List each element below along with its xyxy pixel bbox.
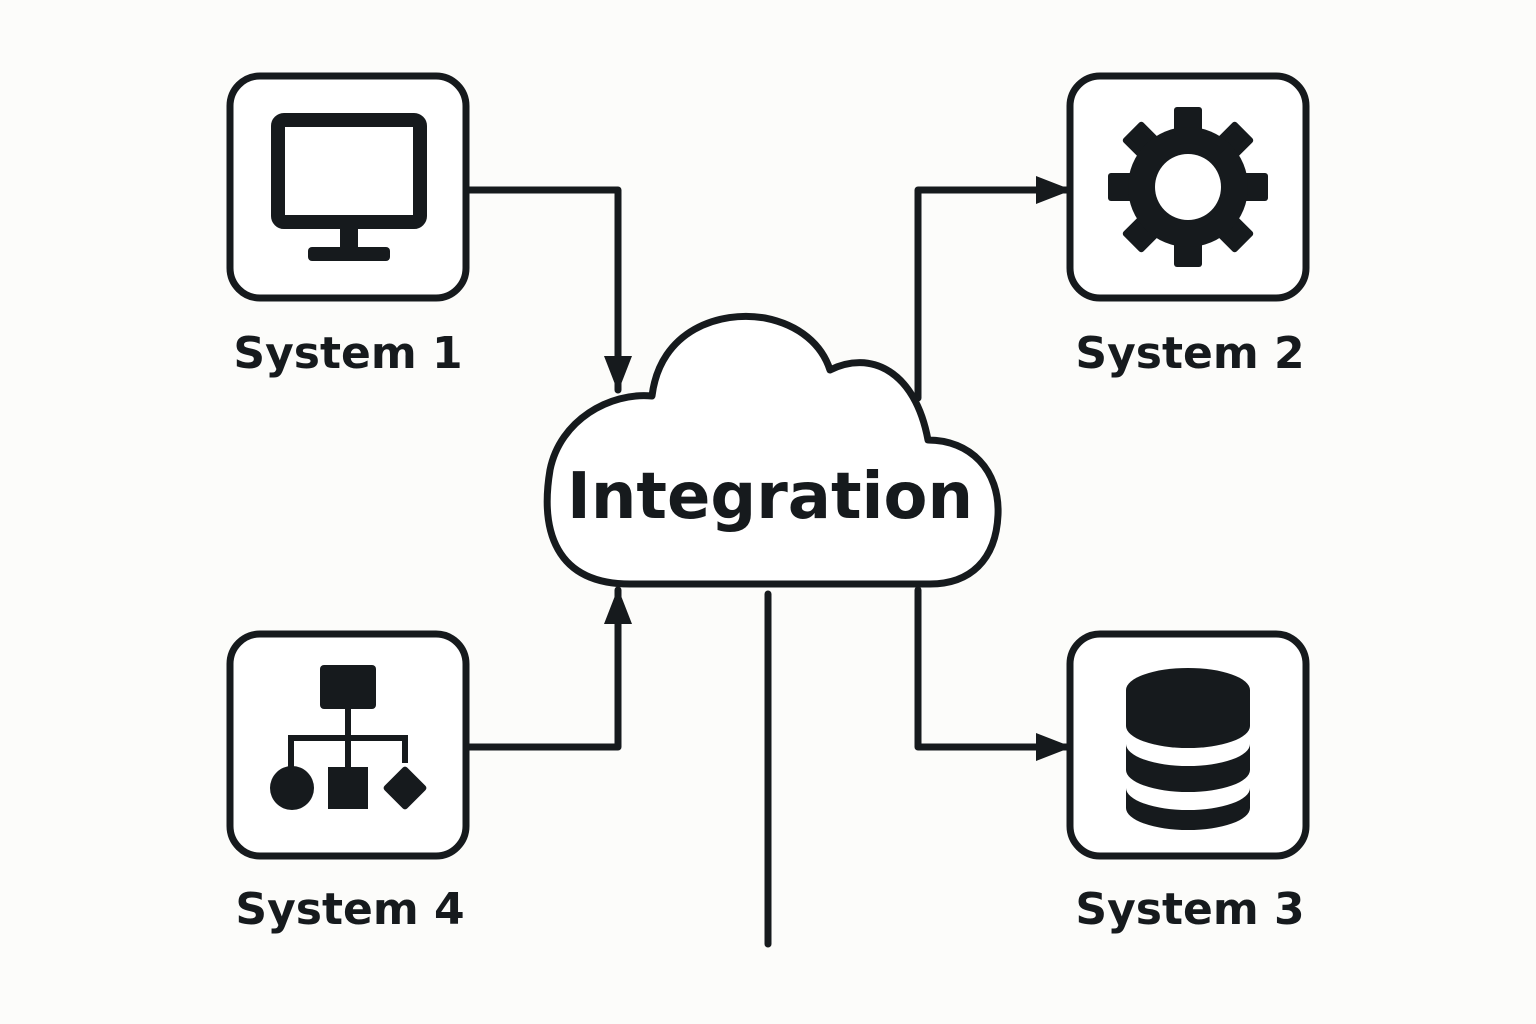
system-1-node: System 1 [226, 72, 470, 379]
system-3-node: System 3 [1066, 630, 1310, 935]
system-1-label: System 1 [233, 328, 462, 379]
connector-system-4-to-integration [464, 586, 632, 751]
system-4-node: System 4 [226, 630, 470, 935]
system-4-label: System 4 [235, 884, 464, 935]
connector-integration-system-3 [904, 556, 1074, 761]
flowchart-icon [270, 665, 427, 810]
system-1-box [226, 72, 470, 302]
monitor-icon [271, 113, 427, 261]
connector-system-1-to-integration [464, 186, 632, 394]
integration-hub: Integration [543, 312, 1002, 588]
hub-label: Integration [567, 460, 973, 534]
connector-integration-to-system-2 [914, 176, 1074, 402]
system-3-label: System 3 [1075, 884, 1304, 935]
cloud-icon [543, 312, 1002, 588]
system-2-node: System 2 [1066, 72, 1310, 379]
connectors [464, 176, 1074, 948]
gear-icon [1108, 107, 1268, 267]
database-icon [1126, 668, 1250, 830]
system-2-label: System 2 [1075, 328, 1304, 379]
